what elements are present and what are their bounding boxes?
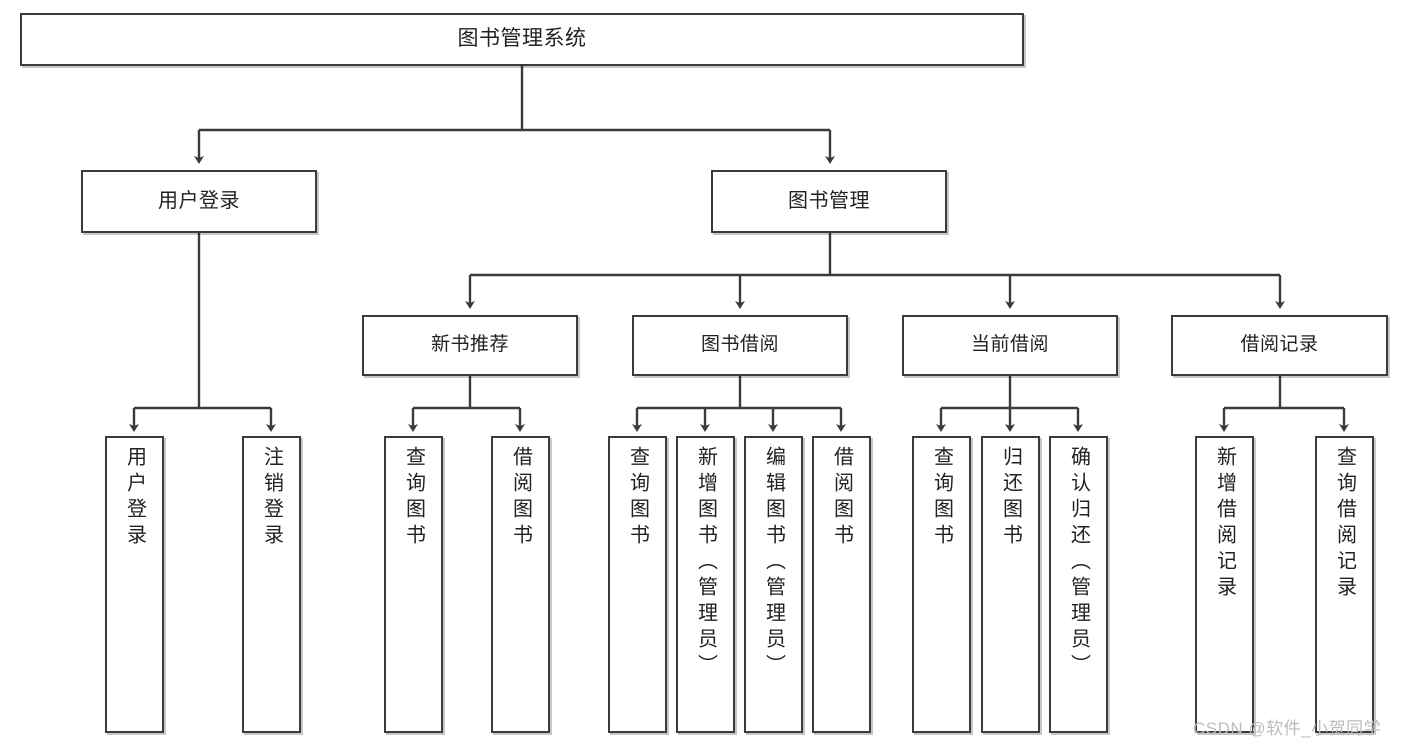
- leaf-book-borrow-add-book-admin[interactable]: 新增图书（管理员）: [676, 436, 735, 733]
- node-label: 查询借阅记录: [1333, 446, 1356, 602]
- node-label: 借阅图书: [830, 446, 853, 550]
- csdn-watermark: CSDN @软件_小贺同学: [1193, 719, 1382, 738]
- node-user-login[interactable]: 用户登录: [81, 170, 317, 233]
- node-label: 查询图书: [626, 446, 649, 550]
- leaf-new-book-query-book[interactable]: 查询图书: [384, 436, 443, 733]
- leaf-current-borrow-confirm-return-admin[interactable]: 确认归还（管理员）: [1049, 436, 1108, 733]
- node-label: 图书管理系统: [457, 27, 587, 51]
- node-root-book-management-system[interactable]: 图书管理系统: [20, 13, 1024, 66]
- node-label: 新书推荐: [430, 334, 509, 356]
- node-label: 新增图书（管理员）: [694, 446, 717, 680]
- node-label: 归还图书: [999, 446, 1022, 550]
- node-label: 用户登录: [158, 189, 240, 212]
- leaf-user-login-logout[interactable]: 注销登录: [242, 436, 301, 733]
- node-label: 借阅图书: [509, 446, 532, 550]
- leaf-user-login-login[interactable]: 用户登录: [105, 436, 164, 733]
- node-label: 图书管理: [788, 189, 870, 212]
- node-label: 确认归还（管理员）: [1067, 446, 1090, 680]
- node-label: 注销登录: [260, 446, 283, 550]
- node-borrow-record[interactable]: 借阅记录: [1171, 315, 1388, 376]
- node-label: 图书借阅: [700, 334, 779, 356]
- node-label: 查询图书: [402, 446, 425, 550]
- node-new-book-recommend[interactable]: 新书推荐: [362, 315, 578, 376]
- leaf-current-borrow-return-book[interactable]: 归还图书: [981, 436, 1040, 733]
- leaf-borrow-record-query-record[interactable]: 查询借阅记录: [1315, 436, 1374, 733]
- node-label: 查询图书: [930, 446, 953, 550]
- node-label: 当前借阅: [970, 334, 1049, 356]
- leaf-borrow-record-add-record[interactable]: 新增借阅记录: [1195, 436, 1254, 733]
- leaf-book-borrow-edit-book-admin[interactable]: 编辑图书（管理员）: [744, 436, 803, 733]
- leaf-new-book-borrow-book[interactable]: 借阅图书: [491, 436, 550, 733]
- node-current-borrow[interactable]: 当前借阅: [902, 315, 1118, 376]
- node-label: 用户登录: [123, 446, 146, 550]
- leaf-book-borrow-query-book[interactable]: 查询图书: [608, 436, 667, 733]
- node-label: 借阅记录: [1240, 334, 1319, 356]
- node-label: 新增借阅记录: [1213, 446, 1236, 602]
- leaf-current-borrow-query-book[interactable]: 查询图书: [912, 436, 971, 733]
- node-label: 编辑图书（管理员）: [762, 446, 785, 680]
- node-book-borrow[interactable]: 图书借阅: [632, 315, 848, 376]
- node-book-management[interactable]: 图书管理: [711, 170, 947, 233]
- leaf-book-borrow-borrow-book[interactable]: 借阅图书: [812, 436, 871, 733]
